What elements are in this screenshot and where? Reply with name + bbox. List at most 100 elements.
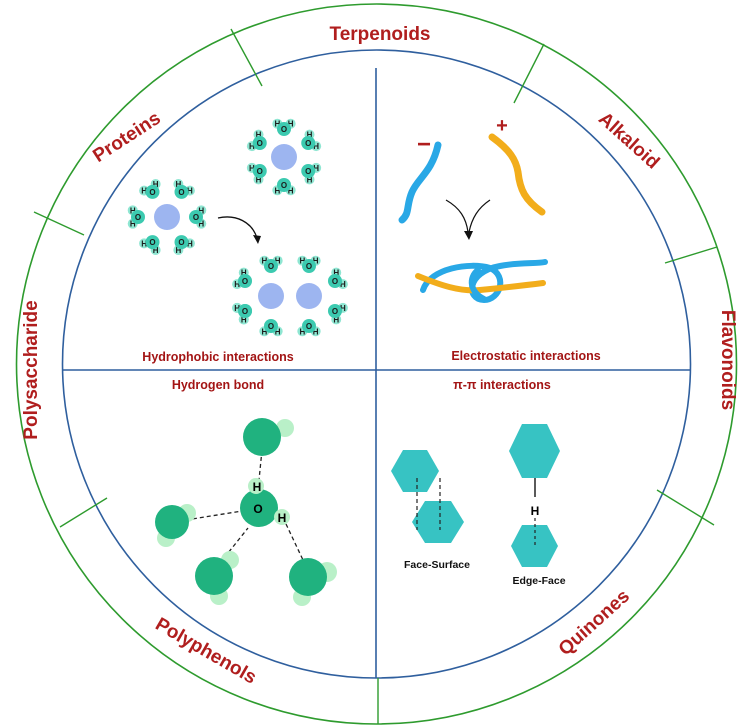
oxygen-atom: [264, 259, 278, 273]
face-hexagon-bottom: [412, 501, 464, 543]
hydrogen-symbol: H: [274, 186, 280, 195]
hydrogen-symbol: H: [261, 327, 267, 336]
oxygen-symbol: O: [305, 167, 311, 176]
hydrogen-symbol: H: [275, 327, 281, 336]
oxygen-symbol: O: [242, 307, 248, 316]
center-oxygen: O: [253, 502, 262, 516]
water-molecule: HHO: [173, 178, 195, 199]
negative-strand: [398, 141, 442, 224]
oxygen-atom: [131, 210, 145, 224]
pi-pi-label: π-π interactions: [453, 378, 551, 392]
hydrogen-symbol: H: [175, 180, 181, 189]
hydrogen-symbol: H: [249, 142, 255, 151]
oxygen-symbol: O: [149, 188, 155, 197]
hydrogen-symbol: H: [307, 175, 313, 184]
hydrogen-symbol: H: [333, 315, 339, 324]
hydrogen-symbol: H: [299, 327, 305, 336]
arrow-head: [464, 231, 473, 240]
oxygen-atom: [327, 304, 342, 318]
oxygen-symbol: O: [268, 322, 274, 331]
hydrogen-symbol: H: [313, 164, 319, 173]
oxygen-symbol: O: [332, 307, 338, 316]
oxygen-symbol: O: [268, 262, 274, 271]
water-molecule: HHO: [127, 205, 145, 229]
water-molecule-left: [155, 504, 196, 547]
oxygen-symbol: O: [193, 213, 199, 222]
hydrogen-symbol: H: [241, 315, 247, 324]
hydrogen-symbol: H: [241, 269, 247, 278]
oxygen-atom: [238, 304, 253, 318]
hydrogen-symbol: H: [198, 220, 204, 229]
oxygen-atom: [277, 178, 291, 192]
transition-arrow: [445, 199, 469, 233]
ring-label-terpenoids: Terpenoids: [330, 24, 431, 45]
oxygen-atom: [145, 235, 160, 250]
hydrogen-symbol: H: [313, 257, 319, 266]
hydrogen-symbol: H: [340, 304, 346, 313]
complex-orange-strand: [415, 273, 546, 294]
transition-arrow: [217, 216, 258, 239]
hydrogen-symbol: H: [175, 246, 181, 255]
electrostatic-quadrant: − + Electrostatic interactions: [398, 115, 601, 363]
hydrogen-symbol: H: [198, 206, 204, 215]
oxygen-symbol: O: [332, 277, 338, 286]
transition-arrow-tail: [468, 199, 491, 233]
hydrogen-symbol: H: [256, 131, 262, 140]
hydrogen-symbol: H: [141, 187, 147, 196]
quadrant-dividers: [63, 68, 690, 678]
edge-hexagon-bottom: [511, 525, 558, 567]
edge-hydrogen: H: [531, 504, 540, 518]
oxygen-atom: [252, 136, 267, 150]
oxygen-atom: [174, 235, 189, 250]
hydrogen-symbol: H: [256, 175, 262, 184]
hydrogen-symbol: H: [288, 120, 294, 129]
water-molecule: HHO: [189, 205, 207, 229]
oxygen-atom: [252, 164, 267, 178]
hydrophobic-label: Hydrophobic interactions: [142, 350, 293, 364]
hydrogen-symbol: H: [130, 220, 136, 229]
hydrogen-symbol: H: [288, 186, 294, 195]
hydrogen-bond-quadrant: Hydrogen bond O H H: [155, 378, 337, 606]
electrostatic-label: Electrostatic interactions: [451, 349, 600, 363]
hydrogen-symbol: H: [275, 257, 281, 266]
oxygen-symbol: O: [178, 238, 184, 247]
oxygen-symbol: O: [281, 181, 287, 190]
positive-strand: [488, 133, 546, 216]
water-molecule-top: [243, 418, 294, 456]
hydrogen-symbol: H: [333, 269, 339, 278]
hydrogen-symbol: H: [313, 327, 319, 336]
water-molecule: HHO: [139, 178, 161, 199]
oxygen-atom: [301, 136, 316, 150]
water-molecule-bottom-right: [289, 558, 337, 606]
water-molecule-bottom-left: [195, 551, 239, 605]
hydrogen-symbol: H: [141, 239, 147, 248]
hydrogen-symbol: H: [187, 239, 193, 248]
pi-pi-quadrant: π-π interactions Face-Surface H Edge-Fac…: [391, 378, 566, 587]
oxygen-atom: [277, 122, 291, 136]
hydrogen-symbol: H: [187, 187, 193, 196]
oxygen-symbol: O: [306, 262, 312, 271]
water-molecule: HHO: [173, 235, 195, 256]
hydrogen-symbol: H: [130, 206, 136, 215]
ring-label-polysaccharide: Polysaccharide: [21, 300, 42, 439]
oxygen-atom: [302, 319, 316, 333]
edge-face-caption: Edge-Face: [512, 575, 565, 587]
oxygen-symbol: O: [257, 167, 263, 176]
hydrophobic-solute: [154, 204, 180, 230]
water-molecule: HHO: [246, 129, 267, 152]
oxygen-atom: [302, 259, 316, 273]
oxygen-atom: [264, 319, 278, 333]
hydrogen-symbol: H: [340, 280, 346, 289]
positive-charge: +: [496, 115, 508, 137]
oxygen-symbol: O: [306, 322, 312, 331]
oxygen-atom: [145, 184, 160, 199]
oxygen-symbol: O: [281, 125, 287, 134]
hydrogen-symbol: H: [261, 257, 267, 266]
oxygen-symbol: O: [305, 139, 311, 148]
